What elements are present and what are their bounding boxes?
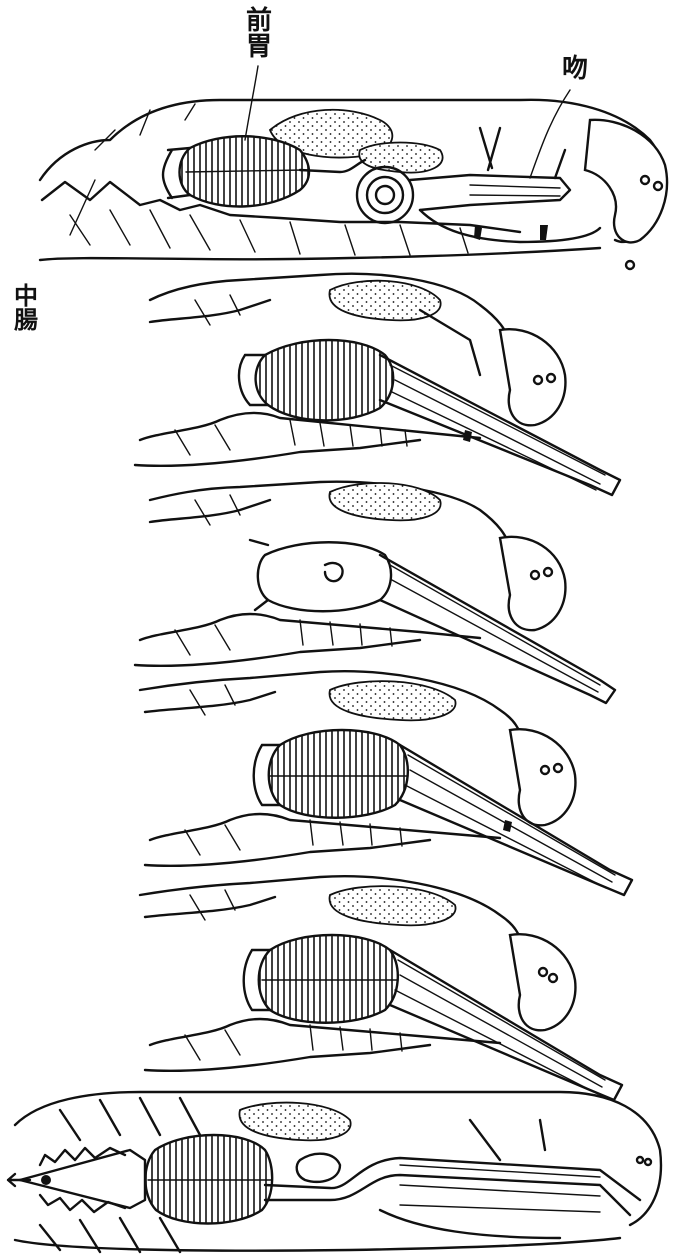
panel-4 — [140, 671, 632, 895]
panel-2 — [135, 274, 620, 495]
panel-3 — [135, 482, 615, 703]
label-proboscis: 吻 — [562, 56, 588, 82]
label-midgut: 中腸 — [12, 284, 40, 332]
label-gizzard: 前胃 — [244, 8, 274, 60]
panel-6 — [8, 1092, 661, 1252]
panel-1 — [40, 66, 667, 269]
panel-5 — [140, 876, 622, 1100]
